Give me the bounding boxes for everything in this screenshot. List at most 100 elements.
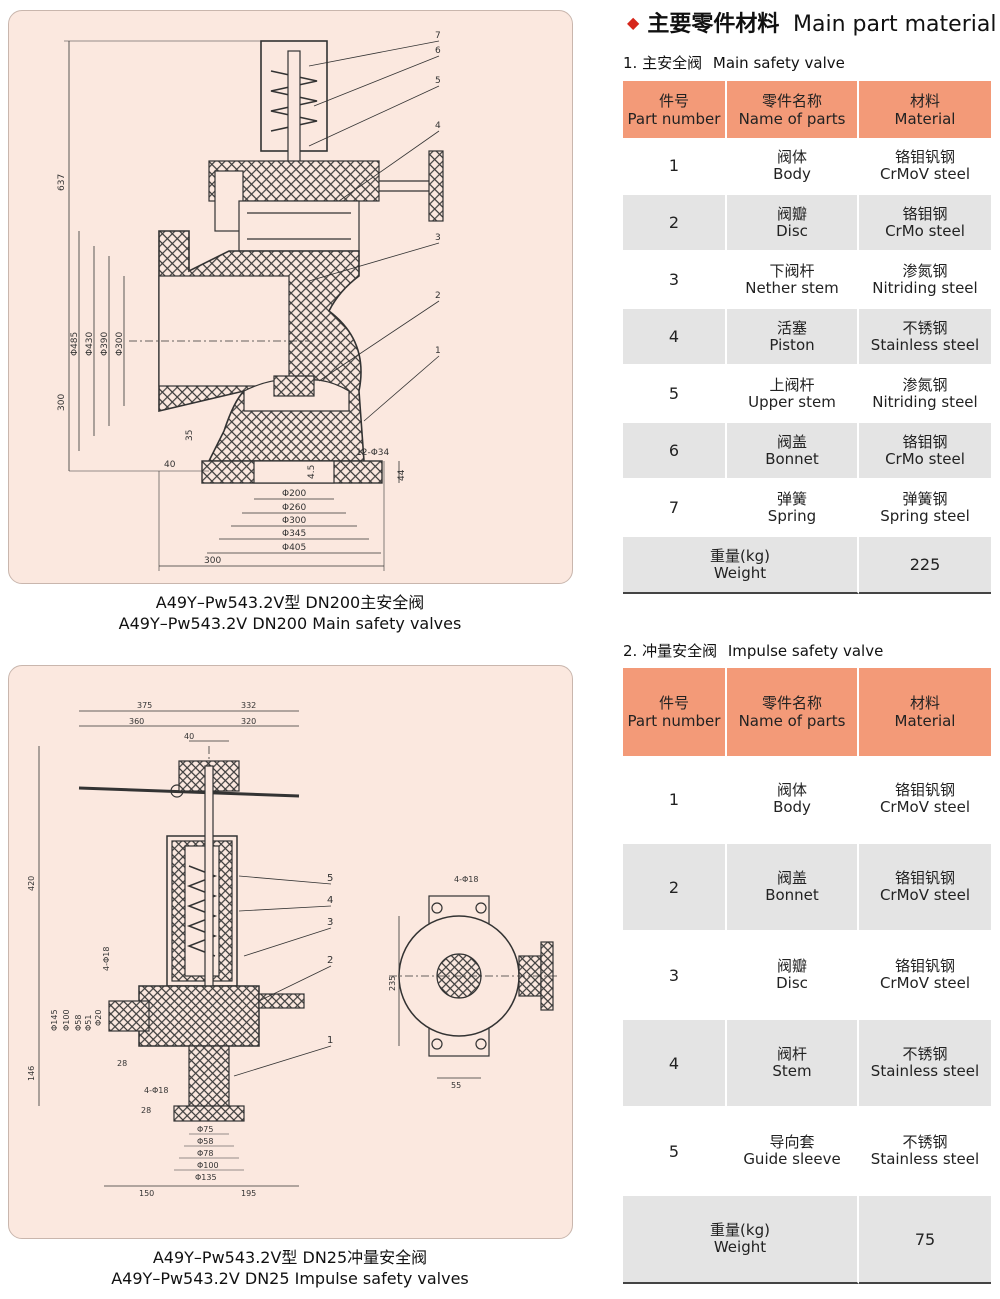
impulse-valve-caption-en: A49Y–Pw543.2V DN25 Impulse safety valves [111,1269,469,1288]
callout-5: 5 [435,76,441,86]
dim-44: 44 [397,469,407,481]
dim-28-side: 28 [117,1059,127,1068]
callout-1: 1 [327,1035,333,1046]
dim-phi20: Φ20 [94,1010,103,1026]
dim-phi200: Φ200 [282,489,307,499]
callout-2: 2 [435,291,441,301]
part-no: 2 [623,844,727,932]
part-no: 4 [623,1020,727,1108]
section-title-cn: 主要零件材料 [647,12,780,37]
dim-phi145: Φ145 [50,1009,59,1031]
dim-146: 146 [27,1066,36,1081]
impulse-valve-caption-cn: A49Y–Pw543.2V型 DN25冲量安全阀 [152,1248,428,1267]
dim-320: 320 [241,717,256,726]
dim-phi430: Φ430 [85,331,95,356]
dim-40-top: 40 [184,732,194,741]
part-no: 7 [623,480,727,537]
dim-phi260: Φ260 [282,503,307,513]
part-no: 1 [623,138,727,195]
dim-phi100-bottom: Φ100 [197,1161,219,1170]
part-no: 2 [623,195,727,252]
main-valve-caption: A49Y–Pw543.2V型 DN200主安全阀 A49Y–Pw543.2V D… [0,592,580,634]
main-valve-caption-en: A49Y–Pw543.2V DN200 Main safety valves [118,614,462,633]
impulse-valve-drawing-panel: 375 332 360 320 40 420 146 4-Φ18 Φ145 Φ1… [8,665,573,1239]
callout-5: 5 [327,873,333,884]
dim-300-vert: 300 [57,394,67,411]
main-valve-drawing: 637 300 Φ485 Φ430 Φ390 Φ300 40 4.5 12-Φ3… [57,31,444,571]
dim-4-phi18-plan: 4-Φ18 [454,875,478,884]
dim-375: 375 [137,701,152,710]
weight-row: 重量(kg)Weight 75 [623,1196,991,1284]
dim-phi390: Φ390 [100,331,110,356]
table2-title-cn: 2. 冲量安全阀 [623,642,718,660]
impulse-valve-drawing: 375 332 360 320 40 420 146 4-Φ18 Φ145 Φ1… [27,701,559,1198]
dim-195: 195 [241,1189,256,1198]
dim-40: 40 [164,460,176,470]
dim-phi75: Φ75 [197,1125,213,1134]
dim-phi51: Φ51 [84,1015,93,1031]
part-no: 6 [623,423,727,480]
part-no: 3 [623,252,727,309]
diamond-bullet-icon: ◆ [627,13,640,32]
weight-value: 225 [859,537,991,594]
callout-4: 4 [327,895,333,906]
dim-phi135: Φ135 [195,1173,217,1182]
weight-row: 重量(kg)Weight 225 [623,537,991,594]
dim-300-horiz: 300 [204,556,221,566]
part-no: 5 [623,1108,727,1196]
callout-1: 1 [435,346,441,356]
dim-phi100: Φ100 [62,1009,71,1031]
dim-35: 35 [185,430,195,441]
callout-3: 3 [435,233,441,243]
table2-title-en: Impulse safety valve [727,642,884,660]
callout-2: 2 [327,955,333,966]
weight-label: 重量(kg)Weight [623,1196,859,1284]
callout-7: 7 [435,31,441,41]
callout-3: 3 [327,917,333,928]
dim-phi58-bottom: Φ58 [197,1137,213,1146]
callout-6: 6 [435,46,441,56]
dim-4-phi18-side: 4-Φ18 [102,947,111,971]
dim-360: 360 [129,717,144,726]
dim-phi300: Φ300 [282,516,307,526]
dim-235: 235 [388,976,397,991]
dim-phi405: Φ405 [282,543,306,553]
dim-phi485: Φ485 [70,332,80,356]
part-no: 4 [623,309,727,366]
table1-title-cn: 1. 主安全阀 [623,54,703,72]
dim-332: 332 [241,701,256,710]
weight-label: 重量(kg)Weight [623,537,859,594]
